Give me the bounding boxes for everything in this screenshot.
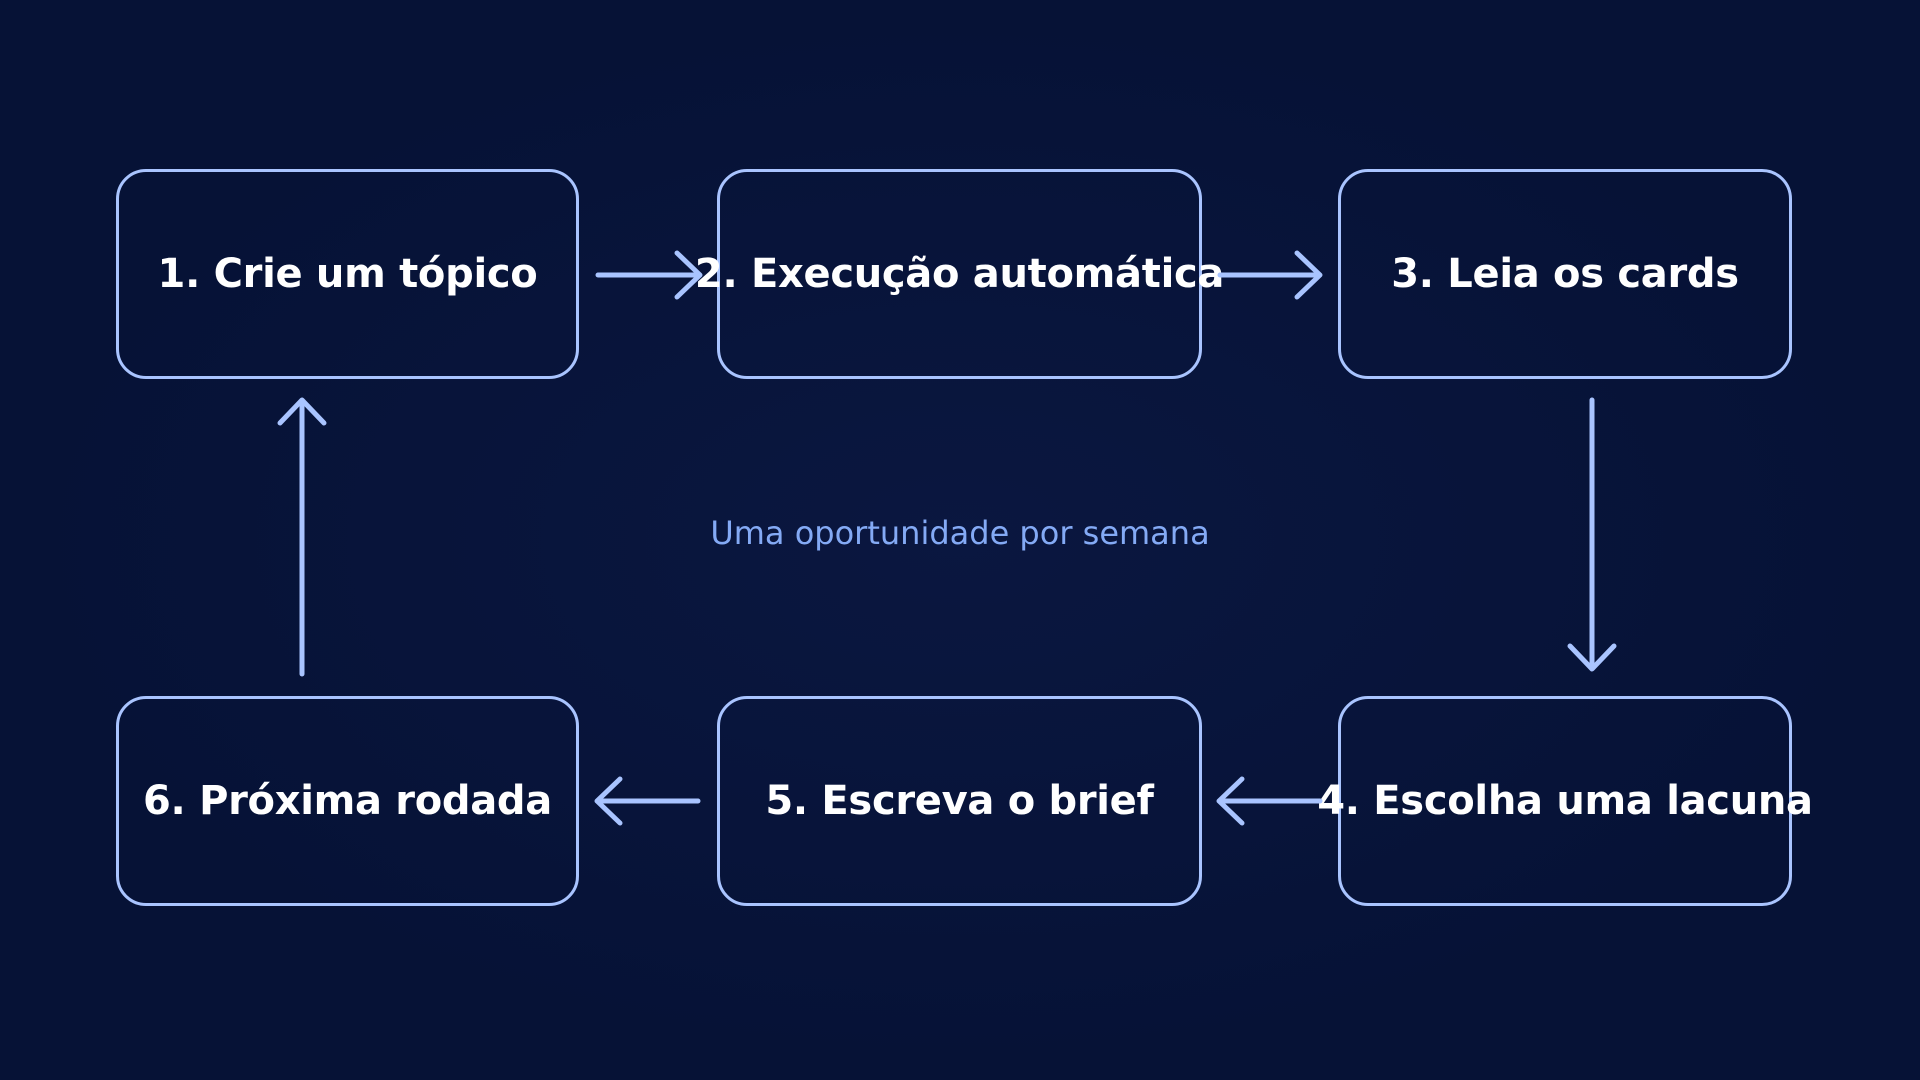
step-1-box: 1. Crie um tópico xyxy=(116,169,579,379)
step-1-label: 1. Crie um tópico xyxy=(157,251,538,297)
arrow-1-to-2 xyxy=(595,250,703,300)
step-4-label: 4. Escolha uma lacuna xyxy=(1317,778,1813,824)
step-5-label: 5. Escreva o brief xyxy=(765,778,1154,824)
arrow-3-to-4 xyxy=(1567,397,1617,672)
arrow-2-to-3 xyxy=(1217,250,1323,300)
step-4-box: 4. Escolha uma lacuna xyxy=(1317,696,1813,906)
step-6-box: 6. Próxima rodada xyxy=(116,696,579,906)
step-6-label: 6. Próxima rodada xyxy=(143,778,552,824)
step-2-box: 2. Execução automática xyxy=(695,169,1224,379)
step-3-box: 3. Leia os cards xyxy=(1338,169,1792,379)
step-2-label: 2. Execução automática xyxy=(694,251,1225,297)
arrow-5-to-6 xyxy=(594,776,701,826)
step-3-label: 3. Leia os cards xyxy=(1391,251,1739,297)
arrow-4-to-5 xyxy=(1216,776,1323,826)
arrow-6-to-1 xyxy=(277,397,327,677)
step-5-box: 5. Escreva o brief xyxy=(717,696,1202,906)
center-caption: Uma oportunidade por semana xyxy=(710,514,1210,552)
